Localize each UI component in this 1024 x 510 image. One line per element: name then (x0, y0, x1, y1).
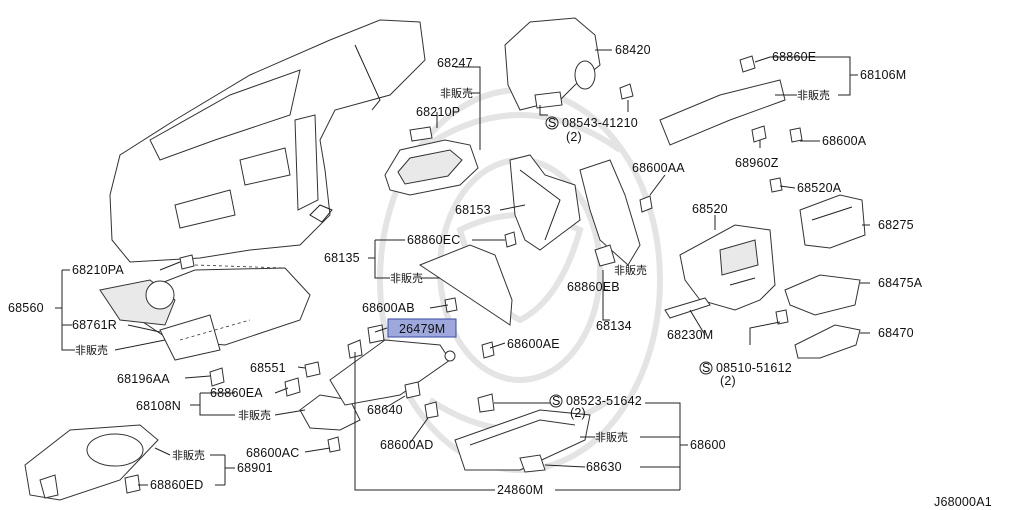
label-68420[interactable]: 68420 (615, 43, 651, 57)
part-68640-lid[interactable] (329, 324, 456, 419)
label-68860EC[interactable]: 68860EC (407, 233, 461, 247)
s-symbol-08510: S (702, 361, 711, 375)
label-68640[interactable]: 68640 (367, 403, 403, 417)
part-68520[interactable] (679, 177, 783, 311)
label-hb-68247: 非販売 (440, 87, 473, 100)
label-68600AB[interactable]: 68600AB (362, 301, 415, 315)
label-68106M[interactable]: 68106M (860, 68, 906, 82)
label-68247[interactable]: 68247 (437, 56, 473, 70)
label-68210P[interactable]: 68210P (416, 105, 460, 119)
label-68230M[interactable]: 68230M (667, 328, 713, 342)
part-labels: 68247 非販売 68210P 68420 08543-41210 (2) 6… (8, 43, 992, 509)
label-68860E[interactable]: 68860E (772, 50, 816, 64)
part-68475A[interactable] (784, 274, 861, 316)
label-68600A[interactable]: 68600A (822, 134, 867, 148)
label-26479M[interactable]: 26479M (399, 322, 445, 336)
label-68134[interactable]: 68134 (596, 319, 632, 333)
part-68600AC[interactable] (327, 436, 341, 453)
part-68901[interactable] (24, 424, 159, 501)
label-68761R[interactable]: 68761R (72, 318, 117, 332)
label-68600AD[interactable]: 68600AD (380, 438, 434, 452)
label-68560[interactable]: 68560 (8, 301, 44, 315)
label-08510-qty: (2) (720, 374, 736, 388)
part-68420[interactable] (504, 17, 634, 111)
s-symbol-08543: S (548, 116, 557, 130)
part-68153[interactable] (509, 154, 581, 251)
part-68560-duct[interactable] (99, 254, 311, 361)
label-68108N[interactable]: 68108N (136, 399, 181, 413)
label-68860EB[interactable]: 68860EB (567, 280, 620, 294)
part-68275[interactable] (799, 194, 866, 249)
part-68196AA[interactable] (209, 367, 225, 387)
part-68470[interactable] (794, 324, 861, 359)
part-68135[interactable] (418, 231, 517, 326)
label-hb-68108N: 非販売 (238, 409, 271, 422)
label-68470[interactable]: 68470 (878, 326, 914, 340)
part-68247[interactable] (384, 126, 479, 196)
label-08523-qty: (2) (570, 406, 586, 420)
part-68551[interactable] (304, 361, 321, 378)
label-68475A[interactable]: 68475A (878, 276, 923, 290)
label-68860EA[interactable]: 68860EA (210, 386, 263, 400)
label-68600[interactable]: 68600 (690, 438, 726, 452)
label-68600AC[interactable]: 68600AC (246, 446, 300, 460)
label-hb-68600: 非販売 (595, 431, 628, 444)
label-68960Z[interactable]: 68960Z (735, 156, 779, 170)
label-68860ED[interactable]: 68860ED (150, 478, 204, 492)
part-68134[interactable] (594, 244, 616, 267)
part-68106M[interactable] (659, 55, 803, 146)
label-68153[interactable]: 68153 (455, 203, 491, 217)
dashboard-panel[interactable] (109, 19, 426, 263)
label-68630[interactable]: 68630 (586, 460, 622, 474)
label-hb-68901: 非販売 (172, 449, 205, 462)
label-68600AE[interactable]: 68600AE (507, 337, 560, 351)
label-68600AA[interactable]: 68600AA (632, 161, 685, 175)
part-68600-glovebox[interactable] (454, 341, 591, 473)
label-68520A[interactable]: 68520A (797, 181, 842, 195)
label-hb-68560: 非販売 (75, 344, 108, 357)
part-68600AA-bracket[interactable] (579, 159, 653, 266)
label-68275[interactable]: 68275 (878, 218, 914, 232)
label-68210PA[interactable]: 68210PA (72, 263, 124, 277)
label-hb-68134: 非販売 (614, 264, 647, 277)
label-68901[interactable]: 68901 (237, 461, 273, 475)
label-68520[interactable]: 68520 (692, 202, 728, 216)
s-symbols: S S S (545, 116, 713, 408)
label-08510[interactable]: 08510-51612 (716, 361, 792, 375)
label-24860M[interactable]: 24860M (497, 483, 543, 497)
highlight-box-26479M[interactable] (387, 318, 457, 338)
label-68135[interactable]: 68135 (324, 251, 360, 265)
label-08543[interactable]: 08543-41210 (562, 116, 638, 130)
leader-lines (55, 49, 870, 491)
part-68230M[interactable] (664, 297, 789, 325)
label-08523[interactable]: 08523-51642 (566, 394, 642, 408)
label-68551[interactable]: 68551 (250, 361, 286, 375)
label-hb-68106M: 非販売 (797, 89, 830, 102)
s-symbol-08523: S (552, 394, 561, 408)
diagram-id: J68000A1 (934, 495, 992, 509)
label-68196AA[interactable]: 68196AA (117, 372, 170, 386)
label-08543-qty: (2) (566, 130, 582, 144)
label-hb-68135: 非販売 (390, 272, 423, 285)
